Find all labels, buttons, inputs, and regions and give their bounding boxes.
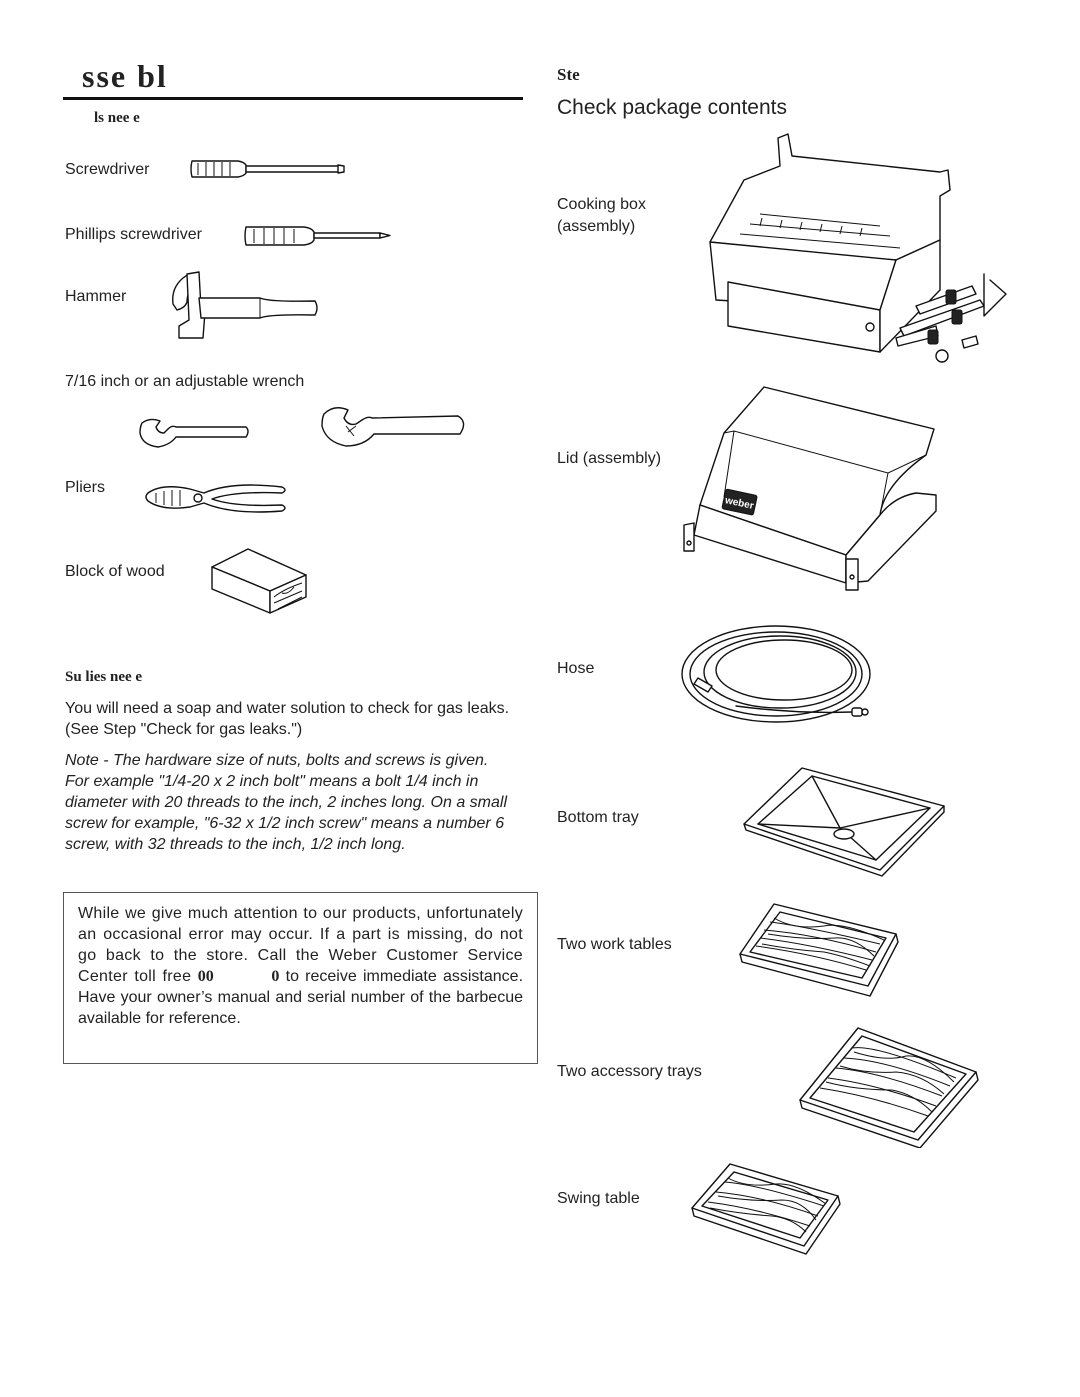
- step-title: Check package contents: [557, 96, 787, 119]
- notice-box: While we give much attention to our prod…: [63, 892, 538, 1064]
- lid-illustration: weber: [683, 386, 937, 591]
- hardware-note: Note - The hardware size of nuts, bolts …: [65, 752, 508, 853]
- tool-label-block: Block of wood: [65, 563, 165, 580]
- screwdriver-icon: [190, 160, 345, 178]
- tool-label-pliers: Pliers: [65, 479, 106, 496]
- part-label-cooking-box: Cooking box (assembly): [557, 196, 646, 235]
- title-rule: [63, 97, 523, 100]
- supplies-heading: Su lies nee e: [65, 669, 143, 685]
- part-label-swing-table: Swing table: [557, 1190, 640, 1207]
- hammer-icon: [172, 271, 318, 339]
- part-label-work-tables: Two work tables: [557, 936, 672, 953]
- notice-text-after: to receive immediate assistance. Have yo…: [78, 968, 524, 1027]
- notice-text-before: While we give much attention to our prod…: [78, 905, 523, 985]
- page-title: sse bl: [82, 58, 168, 94]
- tool-label-screwdriver: Screwdriver: [65, 161, 150, 178]
- accessory-trays-illustration: [799, 1027, 979, 1148]
- part-label-lid: Lid (assembly): [557, 450, 662, 467]
- open-end-wrench-icon: [139, 418, 249, 448]
- bottom-tray-illustration: [743, 767, 945, 877]
- tool-label-wrench: 7/16 inch or an adjustable wrench: [65, 373, 305, 390]
- phillips-screwdriver-icon: [244, 226, 391, 246]
- part-label-hose: Hose: [557, 660, 595, 677]
- cooking-box-illustration: [709, 133, 1007, 363]
- part-label-accessory-trays: Two accessory trays: [557, 1063, 702, 1080]
- tool-label-phillips: Phillips screwdriver: [65, 226, 202, 243]
- tool-label-hammer: Hammer: [65, 288, 127, 305]
- step-heading: Ste: [557, 65, 580, 84]
- hose-illustration: [681, 625, 871, 723]
- part-label-bottom-tray: Bottom tray: [557, 809, 639, 826]
- supplies-text: You will need a soap and water solution …: [65, 700, 510, 738]
- swing-table-illustration: [691, 1163, 841, 1255]
- work-tables-illustration: [739, 903, 899, 997]
- wood-block-icon: [211, 548, 307, 614]
- adjustable-wrench-icon: [321, 407, 465, 447]
- notice-phone: 00 0: [197, 968, 280, 985]
- tools-heading: ls nee e: [94, 110, 140, 126]
- pliers-icon: [145, 484, 286, 513]
